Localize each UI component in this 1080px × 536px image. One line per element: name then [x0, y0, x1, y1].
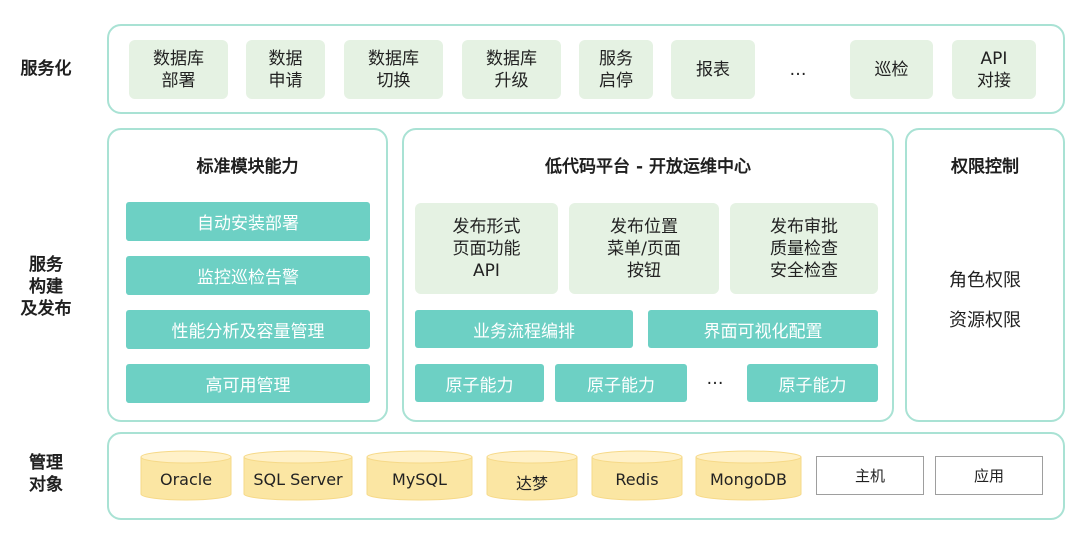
db-label-mongodb: MongoDB — [710, 470, 787, 489]
permission-title: 权限控制 — [951, 157, 1019, 177]
database-icon — [140, 450, 232, 501]
lowcode-card-release-approval: 发布审批 质量检查 安全检查 — [730, 203, 878, 294]
standard-item-auto-install: 自动安装部署 — [126, 202, 370, 241]
row-label-build: 服务 构建 及发布 — [20, 255, 72, 319]
row-label-manage: 管理 对象 — [29, 453, 63, 495]
service-item-inspection: 巡检 — [850, 40, 933, 99]
permission-item-resource: 资源权限 — [949, 310, 1021, 331]
database-icon — [695, 450, 802, 501]
db-label-redis: Redis — [615, 470, 659, 489]
standard-item-ha: 高可用管理 — [126, 364, 370, 403]
db-cylinder-redis: Redis — [591, 450, 683, 502]
lowcode-atomic-capability: 原子能力 — [555, 364, 687, 402]
db-label-dameng: 达梦 — [515, 474, 548, 493]
service-item-db-deploy: 数据库 部署 — [129, 40, 228, 99]
db-cylinder-dameng: 达梦 — [486, 450, 578, 502]
db-label-oracle: Oracle — [159, 470, 213, 489]
row-label-service: 服务化 — [20, 59, 72, 79]
service-item-db-switch: 数据库 切换 — [344, 40, 443, 99]
service-item-db-upgrade: 数据库 升级 — [462, 40, 561, 99]
service-item-ellipsis: … — [789, 59, 807, 80]
permission-panel — [905, 128, 1065, 422]
database-icon — [243, 450, 353, 501]
database-icon — [591, 450, 683, 501]
db-label-sqlserver: SQL Server — [253, 470, 343, 489]
target-box-application: 应用 — [935, 456, 1043, 495]
lowcode-card-release-location: 发布位置 菜单/页面 按钮 — [569, 203, 719, 294]
lowcode-card-release-form: 发布形式 页面功能 API — [415, 203, 558, 294]
permission-item-role: 角色权限 — [949, 270, 1021, 291]
database-icon — [366, 450, 473, 501]
db-cylinder-oracle: Oracle — [140, 450, 232, 502]
db-cylinder-sqlserver: SQL Server — [243, 450, 353, 502]
lowcode-atomic-ellipsis: … — [706, 369, 724, 389]
standard-item-performance: 性能分析及容量管理 — [126, 310, 370, 349]
service-item-data-request: 数据 申请 — [246, 40, 325, 99]
lowcode-title: 低代码平台 - 开放运维中心 — [545, 157, 751, 177]
service-item-api: API 对接 — [952, 40, 1036, 99]
target-box-host: 主机 — [816, 456, 924, 495]
lowcode-business-orchestration: 业务流程编排 — [415, 310, 633, 348]
lowcode-atomic-capability: 原子能力 — [747, 364, 878, 402]
standard-item-monitoring: 监控巡检告警 — [126, 256, 370, 295]
standard-module-title: 标准模块能力 — [196, 157, 299, 177]
lowcode-atomic-capability: 原子能力 — [415, 364, 544, 402]
db-cylinder-mongodb: MongoDB — [695, 450, 802, 502]
database-icon — [486, 450, 578, 501]
db-cylinder-mysql: MySQL — [366, 450, 473, 502]
service-item-start-stop: 服务 启停 — [579, 40, 653, 99]
lowcode-ui-visual-config: 界面可视化配置 — [648, 310, 878, 348]
service-item-report: 报表 — [671, 40, 755, 99]
db-label-mysql: MySQL — [392, 470, 447, 489]
